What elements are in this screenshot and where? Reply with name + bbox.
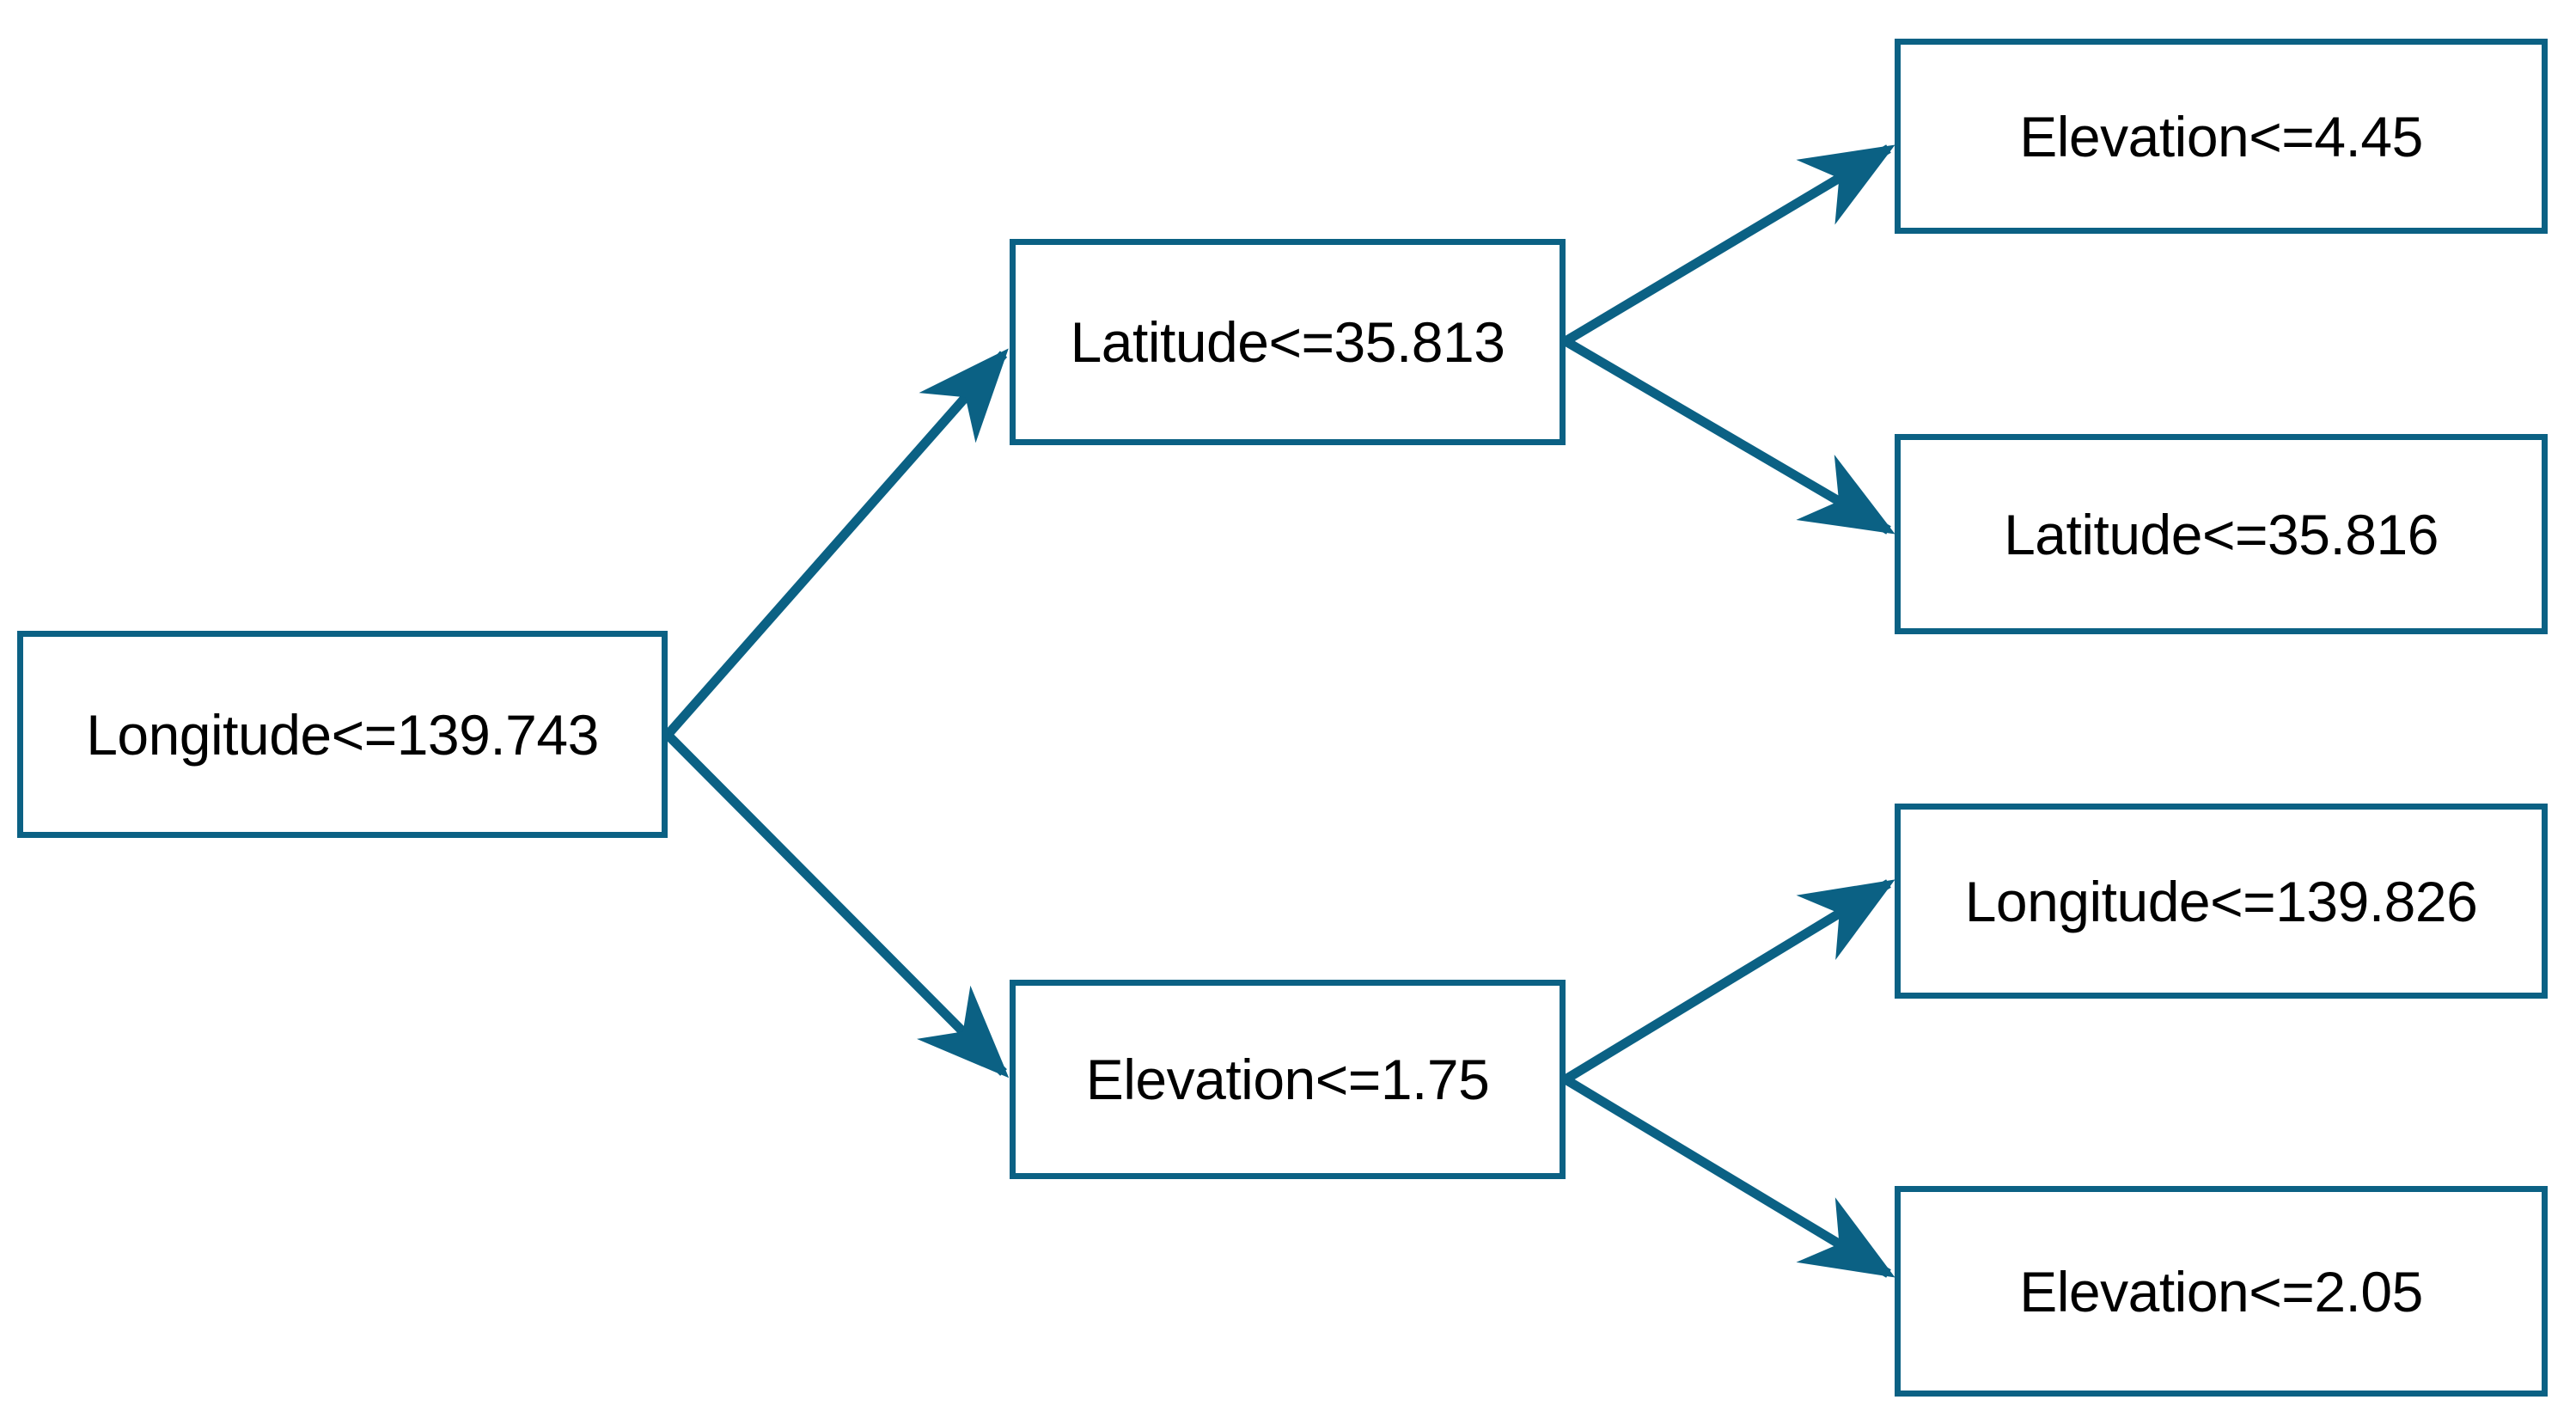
node-label: Longitude<=139.743 (86, 702, 599, 767)
tree-edge (1563, 144, 1895, 345)
tree-edge (1563, 1075, 1895, 1278)
tree-node-latitude-35-813[interactable]: Latitude<=35.813 (1010, 239, 1566, 445)
node-label: Latitude<=35.816 (2004, 502, 2439, 566)
node-label: Latitude<=35.813 (1070, 310, 1505, 374)
tree-node-elevation-4-45[interactable]: Elevation<=4.45 (1895, 39, 2548, 234)
tree-node-elevation-1-75[interactable]: Elevation<=1.75 (1010, 980, 1566, 1179)
tree-edge (663, 348, 1009, 738)
node-label: Elevation<=1.75 (1085, 1048, 1490, 1111)
tree-edge (1563, 879, 1895, 1084)
node-label: Elevation<=2.05 (2019, 1259, 2423, 1323)
tree-edge (1563, 337, 1895, 535)
tree-node-elevation-2-05[interactable]: Elevation<=2.05 (1895, 1186, 2548, 1397)
node-label: Elevation<=4.45 (2019, 104, 2423, 168)
tree-node-longitude-139-826[interactable]: Longitude<=139.826 (1895, 804, 2548, 999)
node-label: Longitude<=139.826 (1964, 869, 2478, 933)
tree-edge (664, 731, 1010, 1079)
tree-node-root[interactable]: Longitude<=139.743 (17, 631, 668, 838)
tree-node-latitude-35-816[interactable]: Latitude<=35.816 (1895, 434, 2548, 634)
